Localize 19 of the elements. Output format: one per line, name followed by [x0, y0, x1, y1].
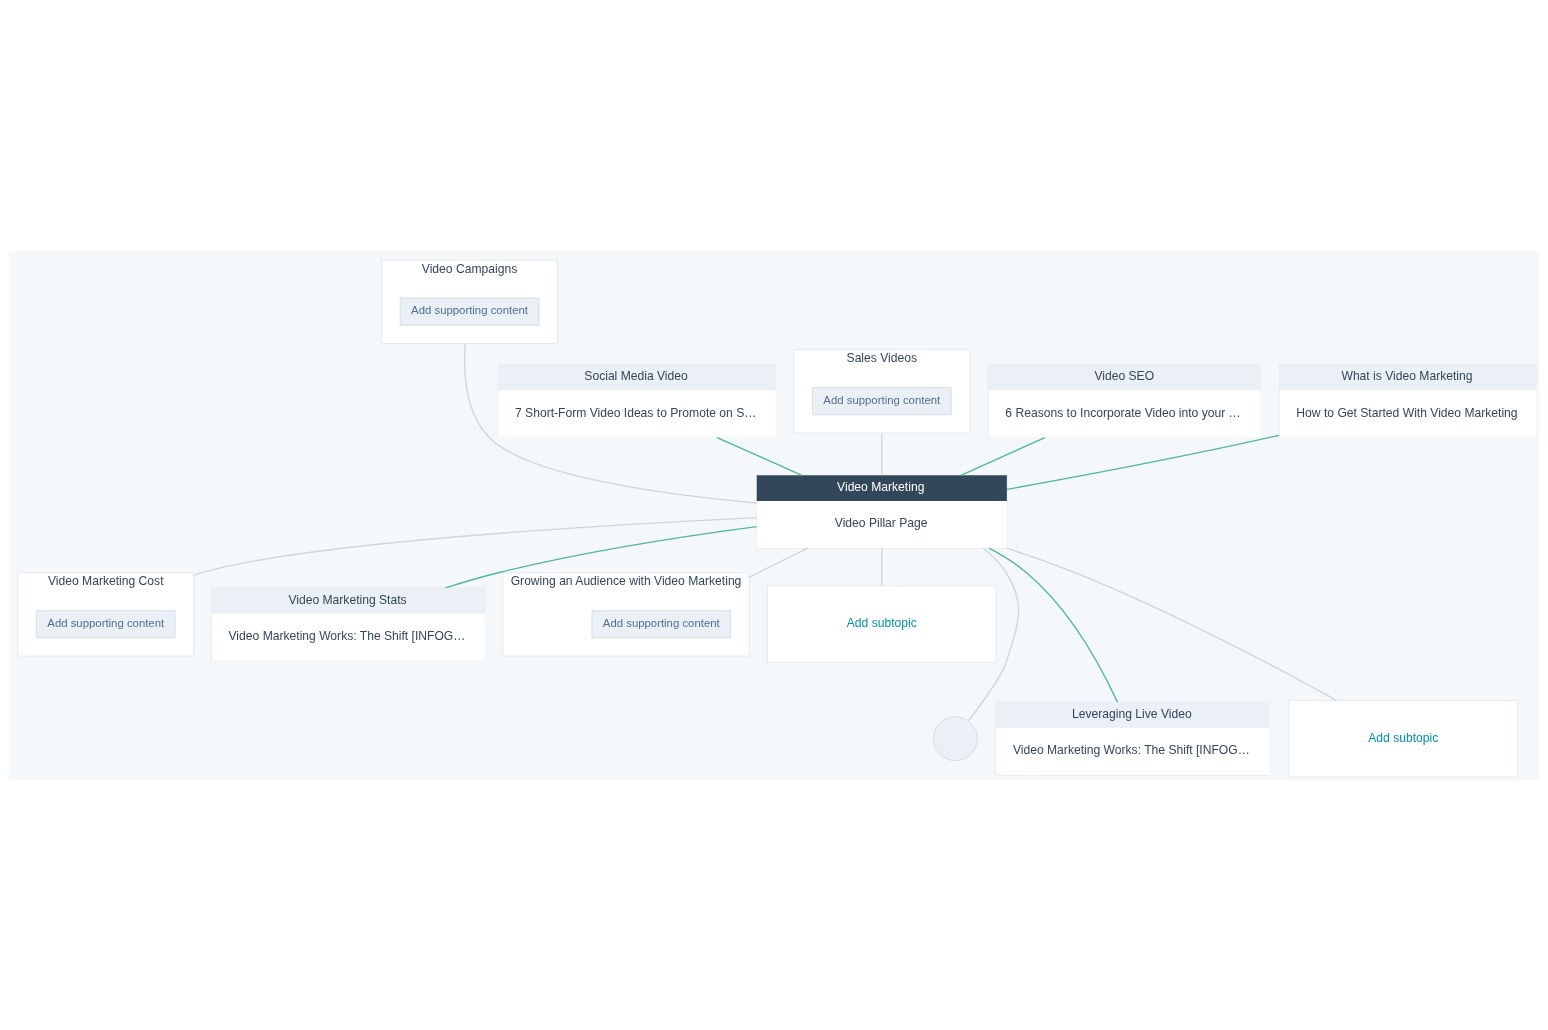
node-box: Add subtopic [767, 585, 997, 663]
connector [192, 516, 758, 576]
connector [716, 436, 803, 476]
node-box: Add subtopic [1288, 699, 1519, 777]
node-circle [932, 715, 978, 761]
connector [1006, 434, 1280, 490]
connector [464, 342, 758, 504]
connector [1006, 546, 1338, 701]
node-box: Add supporting content [812, 386, 952, 415]
connector [748, 546, 809, 578]
node-box: Add supporting content [399, 297, 540, 326]
connector [881, 431, 883, 476]
node-box: Add supporting content [36, 609, 176, 638]
connector [881, 547, 883, 587]
connector [988, 547, 1119, 703]
connector [444, 525, 758, 589]
node-box: Add supporting content [591, 609, 731, 638]
connector [960, 436, 1046, 476]
connector [967, 547, 1020, 722]
